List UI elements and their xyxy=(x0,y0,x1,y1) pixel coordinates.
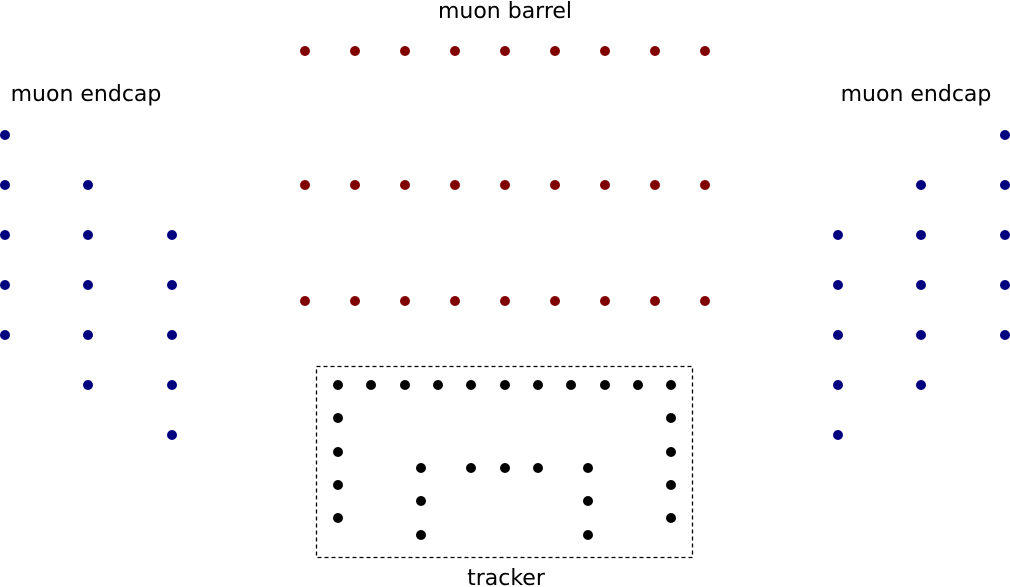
tracker-dot xyxy=(333,413,343,423)
muon-endcap-left-dot xyxy=(167,380,177,390)
muon-endcap-right-dot xyxy=(833,430,843,440)
muon-barrel-dot xyxy=(300,296,310,306)
muon-endcap-left-dot xyxy=(167,330,177,340)
tracker-label: tracker xyxy=(467,566,546,587)
tracker-dot xyxy=(416,496,426,506)
muon-barrel-dot xyxy=(450,46,460,56)
muon-barrel-dot xyxy=(550,46,560,56)
tracker-dot xyxy=(666,413,676,423)
tracker-dashed-box xyxy=(315,365,694,559)
muon-endcap-right-dot xyxy=(1000,230,1010,240)
tracker-dot xyxy=(433,380,443,390)
muon-barrel-dot xyxy=(350,180,360,190)
muon-endcap-left-dot xyxy=(0,280,10,290)
muon-barrel-dot xyxy=(600,296,610,306)
muon-barrel-dot xyxy=(300,180,310,190)
muon-endcap-left-dot xyxy=(167,280,177,290)
muon-barrel-dot xyxy=(450,180,460,190)
tracker-dot xyxy=(466,380,476,390)
tracker-dot xyxy=(533,463,543,473)
muon-barrel-dot xyxy=(600,180,610,190)
muon-barrel-dot xyxy=(350,296,360,306)
muon-barrel-dot xyxy=(650,46,660,56)
muon-barrel-dot xyxy=(650,180,660,190)
muon-endcap-left-dot xyxy=(83,180,93,190)
tracker-dot xyxy=(416,463,426,473)
muon-endcap-left-dot xyxy=(0,230,10,240)
muon-endcap-right-dot xyxy=(916,380,926,390)
muon-barrel-dot xyxy=(500,296,510,306)
tracker-dot xyxy=(666,447,676,457)
tracker-dot xyxy=(500,380,510,390)
muon-barrel-dot xyxy=(500,46,510,56)
tracker-dot xyxy=(500,463,510,473)
tracker-dot xyxy=(333,513,343,523)
tracker-group xyxy=(333,380,676,540)
tracker-dot xyxy=(666,513,676,523)
muon-endcap-right-label: muon endcap xyxy=(841,82,992,107)
muon-barrel-dot xyxy=(300,46,310,56)
muon-barrel-dot xyxy=(400,296,410,306)
muon-barrel-dot xyxy=(700,296,710,306)
muon-endcap-right-group xyxy=(833,130,1010,440)
tracker-dot xyxy=(333,380,343,390)
muon-endcap-right-dot xyxy=(916,180,926,190)
muon-endcap-right-dot xyxy=(1000,180,1010,190)
muon-barrel-dot xyxy=(550,296,560,306)
muon-endcap-left-dot xyxy=(0,130,10,140)
muon-endcap-right-dot xyxy=(1000,130,1010,140)
muon-barrel-dot xyxy=(500,180,510,190)
muon-endcap-right-dot xyxy=(833,230,843,240)
tracker-dot xyxy=(566,380,576,390)
tracker-dot xyxy=(666,380,676,390)
muon-endcap-left-label: muon endcap xyxy=(11,82,162,107)
tracker-dot xyxy=(600,380,610,390)
tracker-dot xyxy=(583,463,593,473)
muon-endcap-right-dot xyxy=(833,380,843,390)
tracker-dot xyxy=(583,496,593,506)
muon-endcap-left-group xyxy=(0,130,177,440)
muon-barrel-dot xyxy=(700,180,710,190)
muon-endcap-right-dot xyxy=(1000,330,1010,340)
tracker-dot xyxy=(666,480,676,490)
muon-endcap-left-dot xyxy=(83,230,93,240)
tracker-dot xyxy=(533,380,543,390)
muon-barrel-group xyxy=(300,46,710,306)
tracker-dot xyxy=(583,530,593,540)
muon-endcap-left-dot xyxy=(167,430,177,440)
muon-barrel-dot xyxy=(400,46,410,56)
muon-endcap-right-dot xyxy=(1000,280,1010,290)
muon-endcap-right-dot xyxy=(833,330,843,340)
muon-barrel-dot xyxy=(600,46,610,56)
muon-endcap-left-dot xyxy=(167,230,177,240)
muon-endcap-left-dot xyxy=(0,330,10,340)
tracker-dot xyxy=(333,447,343,457)
tracker-dot xyxy=(400,380,410,390)
tracker-dot xyxy=(366,380,376,390)
muon-barrel-dot xyxy=(350,46,360,56)
muon-endcap-left-dot xyxy=(0,180,10,190)
tracker-dot xyxy=(633,380,643,390)
tracker-dot xyxy=(466,463,476,473)
tracker-dot xyxy=(333,480,343,490)
muon-endcap-right-dot xyxy=(916,230,926,240)
muon-barrel-dot xyxy=(650,296,660,306)
muon-endcap-left-dot xyxy=(83,280,93,290)
muon-endcap-left-dot xyxy=(83,380,93,390)
muon-barrel-dot xyxy=(550,180,560,190)
muon-barrel-dot xyxy=(400,180,410,190)
muon-endcap-right-dot xyxy=(916,280,926,290)
muon-endcap-right-dot xyxy=(916,330,926,340)
muon-endcap-left-dot xyxy=(83,330,93,340)
muon-barrel-dot xyxy=(700,46,710,56)
tracker-region-box xyxy=(315,365,694,559)
muon-barrel-dot xyxy=(450,296,460,306)
tracker-dot xyxy=(416,530,426,540)
muon-endcap-right-dot xyxy=(833,280,843,290)
muon-barrel-label: muon barrel xyxy=(438,0,572,24)
